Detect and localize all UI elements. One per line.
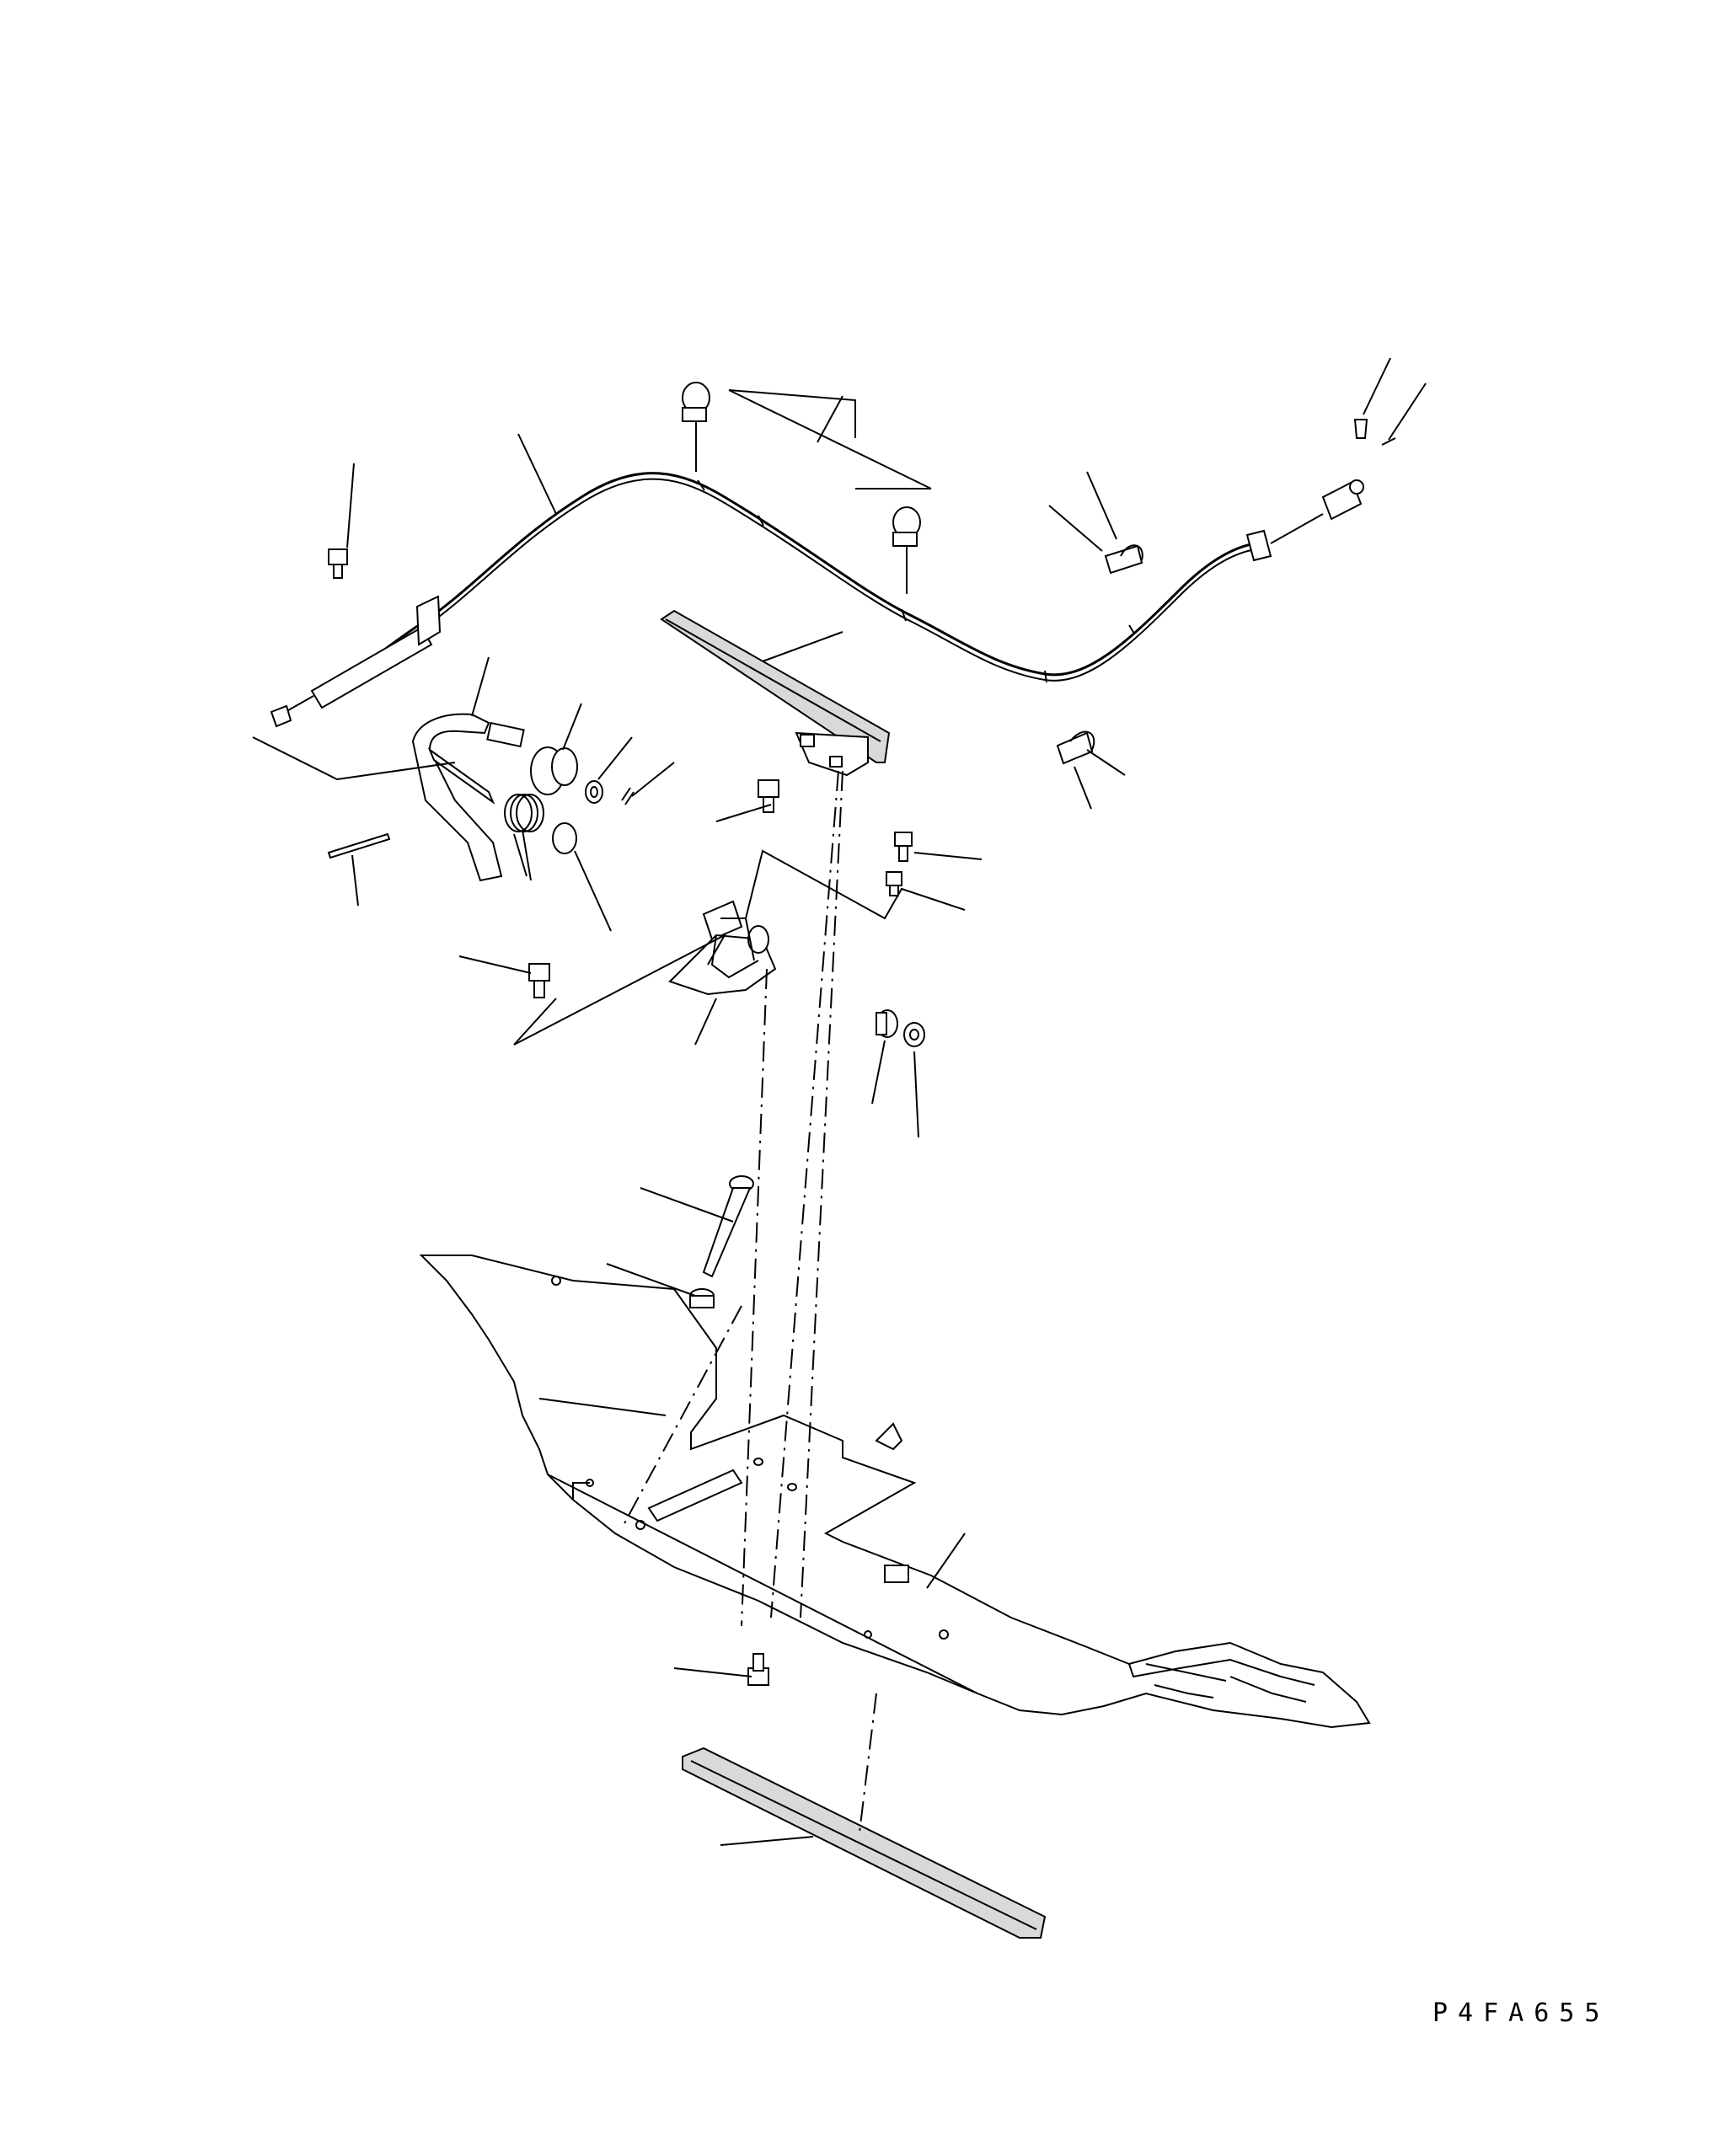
- pedal-bracket: [670, 901, 775, 994]
- alignment-lines: [624, 771, 876, 1832]
- torsion-spring: [505, 794, 544, 876]
- spacer-collar: [690, 1289, 714, 1308]
- leader-lines: [253, 358, 1426, 1845]
- bolt-right-1: [895, 832, 912, 861]
- pedal-lever: [413, 714, 524, 880]
- bolt-right-2: [886, 872, 902, 896]
- cable-clamp-upper-right: [893, 507, 920, 594]
- cotter-pin-small: [622, 788, 634, 805]
- pin-long-left: [329, 834, 389, 858]
- bolt-lower: [748, 1654, 768, 1685]
- strip-mount-bracket: [796, 733, 868, 775]
- bolt-cable-bracket: [329, 549, 347, 578]
- cable-clamp-upper-left: [683, 383, 710, 472]
- roller: [531, 747, 577, 794]
- clevis-pin-right: [1355, 420, 1395, 445]
- drawing-code: P4FA655: [1432, 1998, 1610, 2028]
- bushing: [553, 823, 576, 853]
- floor-plate: [421, 1255, 1369, 1727]
- lower-mat-strip: [683, 1748, 1045, 1938]
- washer-flanged-right: [876, 1010, 897, 1037]
- cable-clip-right-lower: [1058, 732, 1094, 763]
- control-cable: [271, 473, 1363, 726]
- bolt-left-mid: [529, 964, 549, 998]
- long-bolt-vertical: [704, 1176, 753, 1276]
- washer-right: [904, 1023, 924, 1046]
- cable-clip-right-upper: [1106, 545, 1143, 573]
- washer-small: [586, 781, 602, 803]
